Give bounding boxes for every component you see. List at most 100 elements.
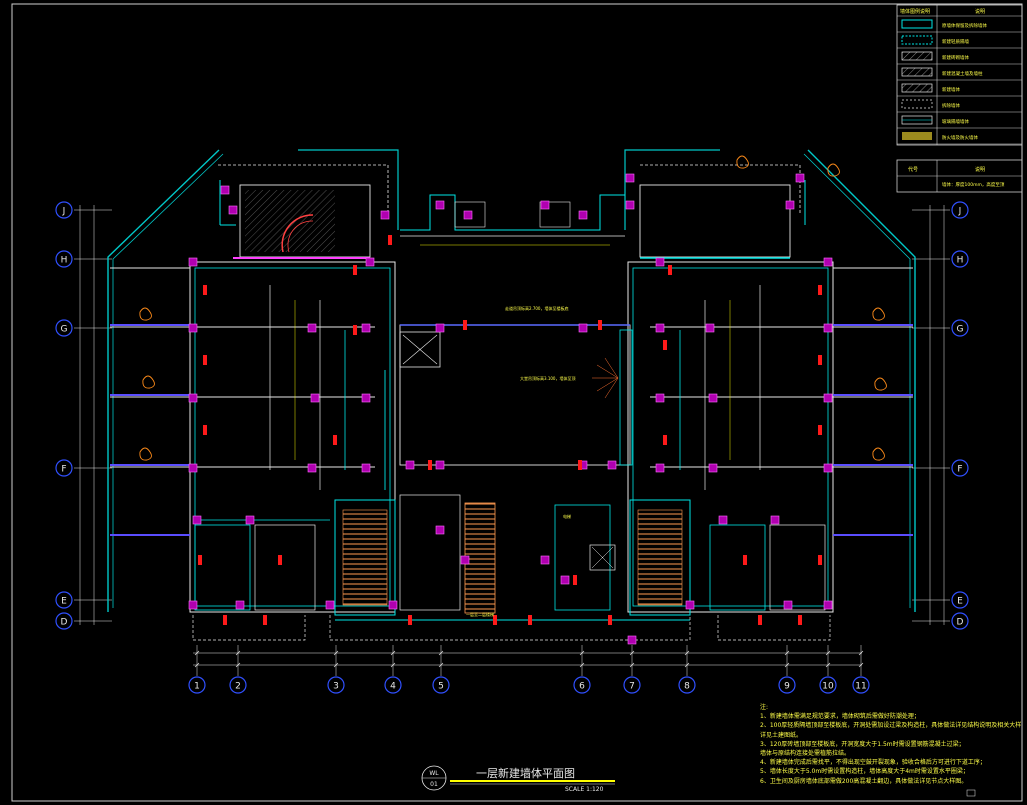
legend-header-left: 墙体图例说明 bbox=[900, 8, 930, 15]
axis-col-2: 2 bbox=[229, 645, 247, 694]
axis-label: J bbox=[958, 207, 962, 217]
axis-bubble bbox=[819, 676, 837, 694]
column-marker bbox=[245, 515, 255, 525]
axis-label: 11 bbox=[855, 682, 866, 692]
column-marker bbox=[795, 173, 805, 183]
axis-bubble bbox=[573, 676, 591, 694]
central-block bbox=[329, 194, 691, 641]
axis-label: F bbox=[957, 465, 962, 475]
door-mark bbox=[203, 285, 207, 295]
legend-label: 玻璃隔墙墙体 bbox=[942, 118, 969, 125]
column-marker bbox=[607, 460, 617, 470]
axis-bubble bbox=[55, 591, 73, 609]
column-marker bbox=[718, 515, 728, 525]
axis-label: 5 bbox=[438, 682, 444, 692]
door-mark bbox=[428, 460, 432, 470]
legend-swatch-hatch-c bbox=[901, 83, 933, 93]
legend-row: 新建轻质隔墙 bbox=[897, 35, 1022, 49]
column-marker bbox=[708, 393, 718, 403]
column-marker bbox=[435, 323, 445, 333]
column-marker bbox=[188, 393, 198, 403]
column-marker bbox=[540, 200, 550, 210]
axis-col-10: 10 bbox=[819, 645, 837, 694]
column-marker bbox=[192, 515, 202, 525]
column-marker bbox=[435, 200, 445, 210]
planters bbox=[139, 155, 887, 461]
column-marker bbox=[460, 555, 470, 565]
door-marks bbox=[198, 235, 822, 625]
sheet-code-bottom: 01 bbox=[430, 781, 438, 788]
axis-col-11: 11 bbox=[852, 645, 870, 694]
corridor-label: 走道吊顶标高2.700，墙体至楼板底 bbox=[505, 305, 568, 311]
column-marker bbox=[823, 257, 833, 267]
legend-table: 墙体图例说明 说明 原墙体保留及拆除墙体新建轻质隔墙新建砖砌墙体新建混凝土墙及墙… bbox=[896, 4, 1023, 146]
column-marker bbox=[361, 323, 371, 333]
door-mark bbox=[203, 355, 207, 365]
column-marker bbox=[188, 323, 198, 333]
title-block: WL 01 一层新建墙体平面图 SCALE 1:120 bbox=[421, 765, 615, 793]
legend-row: 原墙体保留及拆除墙体 bbox=[897, 19, 1022, 33]
column-marker bbox=[435, 525, 445, 535]
door-mark bbox=[573, 575, 577, 585]
column-marker bbox=[220, 185, 230, 195]
door-mark bbox=[818, 425, 822, 435]
code-table: 代号 说明 墙体：厚度100mm，高度至顶 bbox=[896, 159, 1023, 193]
notes-block: 注: 1、新建墙体需满足规范要求，墙体砌筑后需做好防潮处理； 2、100厚轻质隔… bbox=[760, 703, 1022, 786]
axis-bubble bbox=[327, 676, 345, 694]
column-marker bbox=[785, 200, 795, 210]
door-mark bbox=[353, 325, 357, 335]
door-mark bbox=[198, 555, 202, 565]
lobby-label: 大堂吊顶标高3.100，墙体至顶 bbox=[520, 375, 575, 381]
door-mark bbox=[608, 615, 612, 625]
axis-bubble bbox=[384, 676, 402, 694]
column-marker bbox=[578, 210, 588, 220]
column-marker bbox=[380, 210, 390, 220]
axis-label: D bbox=[957, 618, 964, 628]
legend-label: 新建墙体 bbox=[942, 86, 960, 93]
axis-bubble bbox=[55, 612, 73, 630]
axis-bubble bbox=[951, 591, 969, 609]
column-marker bbox=[325, 600, 335, 610]
axis-bubble bbox=[55, 201, 73, 219]
axis-bubble bbox=[623, 676, 641, 694]
legend-row: 新建混凝土墙及墙柱 bbox=[897, 67, 1022, 81]
legend-label: 拆除墙体 bbox=[942, 102, 960, 109]
door-mark bbox=[408, 615, 412, 625]
door-mark bbox=[663, 340, 667, 350]
note-line-3: 详见土建图纸。 bbox=[760, 731, 803, 739]
door-mark bbox=[493, 615, 497, 625]
axis-bubble bbox=[852, 676, 870, 694]
axis-col-3: 3 bbox=[327, 645, 345, 694]
legend-row: 拆除墙体 bbox=[897, 99, 1022, 113]
column-marker bbox=[365, 257, 375, 267]
legend-label: 新建轻质隔墙 bbox=[942, 38, 969, 45]
legend-row: 防火墙及防火墙体 bbox=[897, 132, 1022, 145]
legend-row: 新建墙体 bbox=[897, 83, 1022, 97]
legend-label: 新建砖砌墙体 bbox=[942, 54, 969, 61]
column-marker bbox=[307, 463, 317, 473]
axis-label: 9 bbox=[784, 682, 790, 692]
axis-label: 4 bbox=[390, 682, 396, 692]
legend-row: 玻璃隔墙墙体 bbox=[897, 115, 1022, 129]
lift-label: 电梯 bbox=[563, 513, 571, 519]
axis-col-8: 8 bbox=[678, 645, 696, 694]
axis-bubble bbox=[188, 676, 206, 694]
door-mark bbox=[598, 320, 602, 330]
column-marker bbox=[578, 323, 588, 333]
right-wing bbox=[624, 149, 916, 641]
legend-label: 原墙体保留及拆除墙体 bbox=[942, 22, 987, 29]
axis-label: 8 bbox=[684, 682, 690, 692]
legend-header-right: 说明 bbox=[975, 8, 985, 15]
axis-label: 10 bbox=[822, 682, 834, 692]
note-line-5: 墙体与原结构连接处需植筋拉结。 bbox=[760, 750, 851, 758]
column-marker bbox=[627, 635, 637, 645]
column-marker bbox=[770, 515, 780, 525]
door-mark bbox=[758, 615, 762, 625]
note-line-2: 2、100厚轻质隔墙顶部至楼板底，开洞处需加设过梁及构造柱，具体做法详见结构说明… bbox=[760, 722, 1022, 730]
column-marker bbox=[823, 600, 833, 610]
